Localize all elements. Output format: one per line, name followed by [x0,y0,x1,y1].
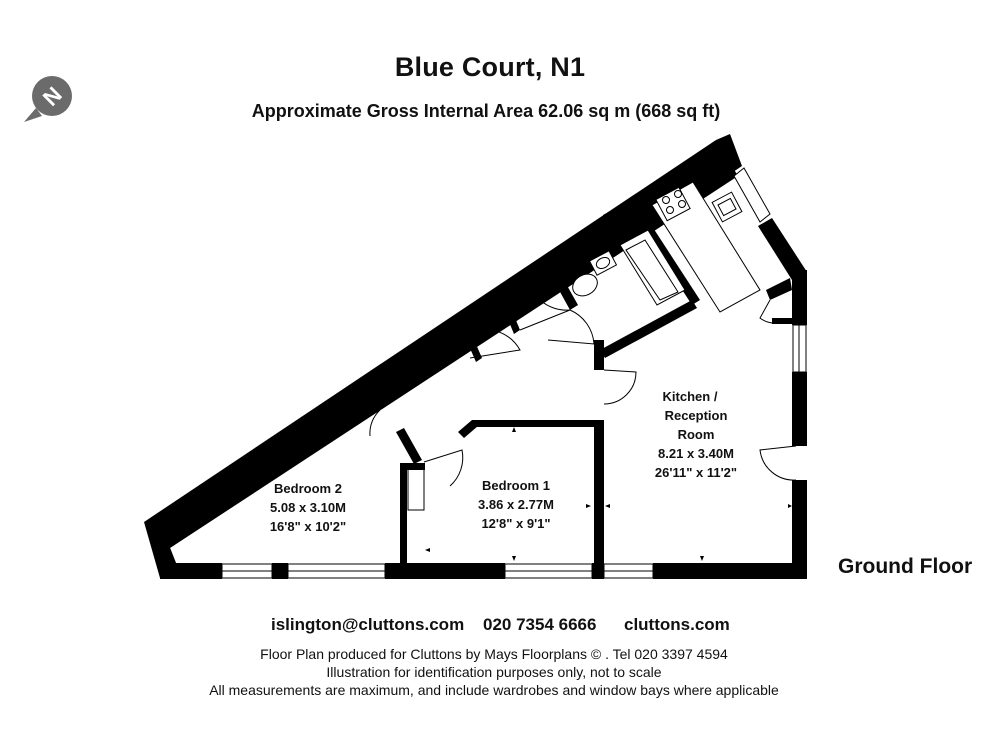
svg-text:12'8" x 9'1": 12'8" x 9'1" [481,516,550,531]
svg-text:16'8" x 10'2": 16'8" x 10'2" [270,519,346,534]
bedroom-2-label: Bedroom 2 5.08 x 3.10M 16'8" x 10'2" [270,481,346,534]
outer-walls [144,134,807,579]
svg-text:5.08 x 3.10M: 5.08 x 3.10M [270,500,346,515]
bedroom-1-label: Bedroom 1 3.86 x 2.77M 12'8" x 9'1" [478,478,554,531]
footer-disclaimer: Floor Plan produced for Cluttons by Mays… [0,645,988,699]
svg-text:Bedroom 2: Bedroom 2 [274,481,342,496]
toilet-icon [572,273,598,297]
floor-label: Ground Floor [838,555,973,578]
svg-text:Kitchen /: Kitchen / [663,389,718,404]
north-compass-icon: N [22,74,76,126]
gross-area-subtitle: Approximate Gross Internal Area 62.06 sq… [251,101,721,121]
kitchen-fixtures [651,181,761,313]
footer-scale-note: Illustration for identification purposes… [326,664,662,680]
email-link[interactable]: islington@cluttons.com [271,615,465,634]
dimension-markers [164,412,792,561]
svg-text:8.21 x 3.40M: 8.21 x 3.40M [658,446,734,461]
website-link[interactable]: cluttons.com [624,615,730,634]
bathroom-fixtures [572,229,686,306]
door-swings [347,299,797,511]
footer-measurement-note: All measurements are maximum, and includ… [209,682,779,698]
footer-credit: Floor Plan produced for Cluttons by Mays… [260,646,728,662]
phone-number: 020 7354 6666 [483,615,597,634]
svg-text:3.86 x 2.77M: 3.86 x 2.77M [478,497,554,512]
svg-text:Room: Room [678,427,715,442]
svg-text:Reception: Reception [665,408,728,423]
page-title: Blue Court, N1 [394,52,586,82]
windows [221,167,807,579]
svg-text:26'11" x 11'2": 26'11" x 11'2" [655,465,737,480]
kitchen-reception-label: Kitchen / Reception Room 8.21 x 3.40M 26… [655,389,737,480]
svg-text:Bedroom 1: Bedroom 1 [482,478,550,493]
